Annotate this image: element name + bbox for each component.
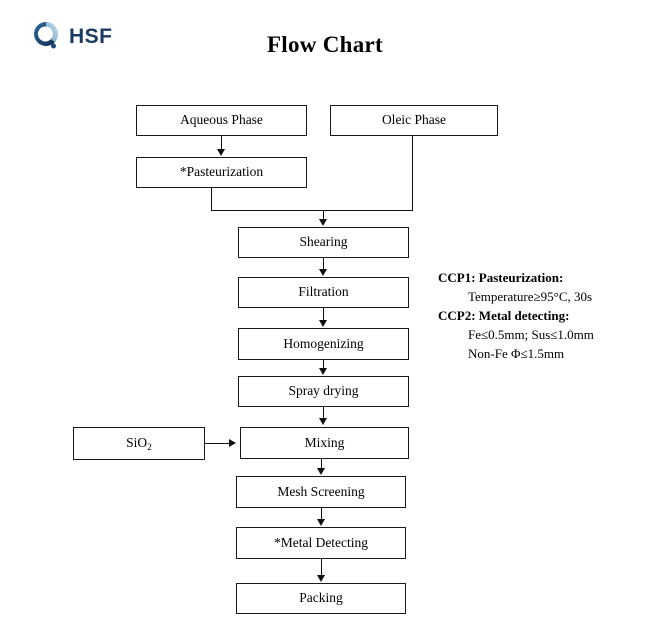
- arrowhead-shearing-to-filtration: [319, 269, 327, 276]
- connector-sio2-to-mixing: [205, 443, 230, 444]
- hsf-logo-icon: [34, 21, 59, 49]
- arrowhead-spray-drying-to-mixing: [319, 418, 327, 425]
- node-shearing[interactable]: Shearing: [238, 227, 409, 258]
- node-pasteurization[interactable]: *Pasteurization: [136, 157, 307, 188]
- connector-mesh-screening-to-metal-detecting: [321, 508, 322, 520]
- ccp-notes: CCP1: Pasteurization: Temperature≥95°C, …: [438, 268, 594, 363]
- node-metal-detecting-label: *Metal Detecting: [273, 534, 369, 550]
- connector-aqueous-to-pasteurization: [221, 136, 222, 150]
- ccp2-detail-line-2: Non-Fe Φ≤1.5mm: [468, 346, 565, 361]
- node-aqueous-phase[interactable]: Aqueous Phase: [136, 105, 307, 136]
- arrowhead-homogenizing-to-spray-drying: [319, 368, 327, 375]
- ccp2-detail-line-1: Fe≤0.5mm; Sus≤1.0mm: [468, 327, 594, 342]
- connector-homogenizing-to-spray-drying: [323, 360, 324, 369]
- brand-text: HSF: [69, 24, 113, 48]
- node-aqueous-phase-label: Aqueous Phase: [180, 112, 263, 128]
- brand-logo: HSF: [30, 20, 113, 52]
- connector-merge-to-shearing: [323, 210, 324, 220]
- connector-mixing-to-mesh-screening: [321, 459, 322, 469]
- node-packing[interactable]: Packing: [236, 583, 406, 614]
- connector-oleic-down: [412, 136, 413, 211]
- arrowhead-sio2-to-mixing: [229, 439, 236, 447]
- node-oleic-phase-label: Oleic Phase: [381, 112, 447, 128]
- arrowhead-aqueous-to-pasteurization: [217, 149, 225, 156]
- node-mesh-screening-label: Mesh Screening: [277, 483, 365, 499]
- connector-metal-detecting-to-packing: [321, 559, 322, 576]
- node-mixing[interactable]: Mixing: [240, 427, 409, 459]
- node-oleic-phase[interactable]: Oleic Phase: [330, 105, 498, 136]
- node-spray-drying[interactable]: Spray drying: [238, 376, 409, 407]
- node-packing-label: Packing: [299, 590, 343, 606]
- node-shearing-label: Shearing: [299, 234, 348, 250]
- node-filtration-label: Filtration: [298, 284, 349, 300]
- node-sio2[interactable]: SiO2: [73, 427, 205, 460]
- node-homogenizing-label: Homogenizing: [283, 335, 364, 351]
- node-spray-drying-label: Spray drying: [288, 383, 359, 399]
- node-sio2-label: SiO2: [126, 435, 152, 454]
- arrowhead-mixing-to-mesh-screening: [317, 468, 325, 475]
- node-pasteurization-label: *Pasteurization: [179, 164, 264, 180]
- node-mesh-screening[interactable]: Mesh Screening: [236, 476, 406, 508]
- connector-merge-bar: [211, 210, 413, 211]
- ccp2-heading: CCP2: Metal detecting:: [438, 308, 570, 323]
- connector-filtration-to-homogenizing: [323, 308, 324, 321]
- connector-pasteurization-down: [211, 188, 212, 211]
- ccp1-detail: Temperature≥95°C, 30s: [468, 289, 593, 304]
- connector-spray-drying-to-mixing: [323, 407, 324, 419]
- node-metal-detecting[interactable]: *Metal Detecting: [236, 527, 406, 559]
- page-title: Flow Chart: [266, 32, 384, 57]
- arrowhead-mesh-screening-to-metal-detecting: [317, 519, 325, 526]
- ccp1-heading: CCP1: Pasteurization:: [438, 270, 564, 285]
- node-homogenizing[interactable]: Homogenizing: [238, 328, 409, 360]
- arrowhead-filtration-to-homogenizing: [319, 320, 327, 327]
- connector-shearing-to-filtration: [323, 258, 324, 270]
- node-filtration[interactable]: Filtration: [238, 277, 409, 308]
- node-mixing-label: Mixing: [304, 434, 345, 450]
- arrowhead-merge-to-shearing: [319, 219, 327, 226]
- arrowhead-metal-detecting-to-packing: [317, 575, 325, 582]
